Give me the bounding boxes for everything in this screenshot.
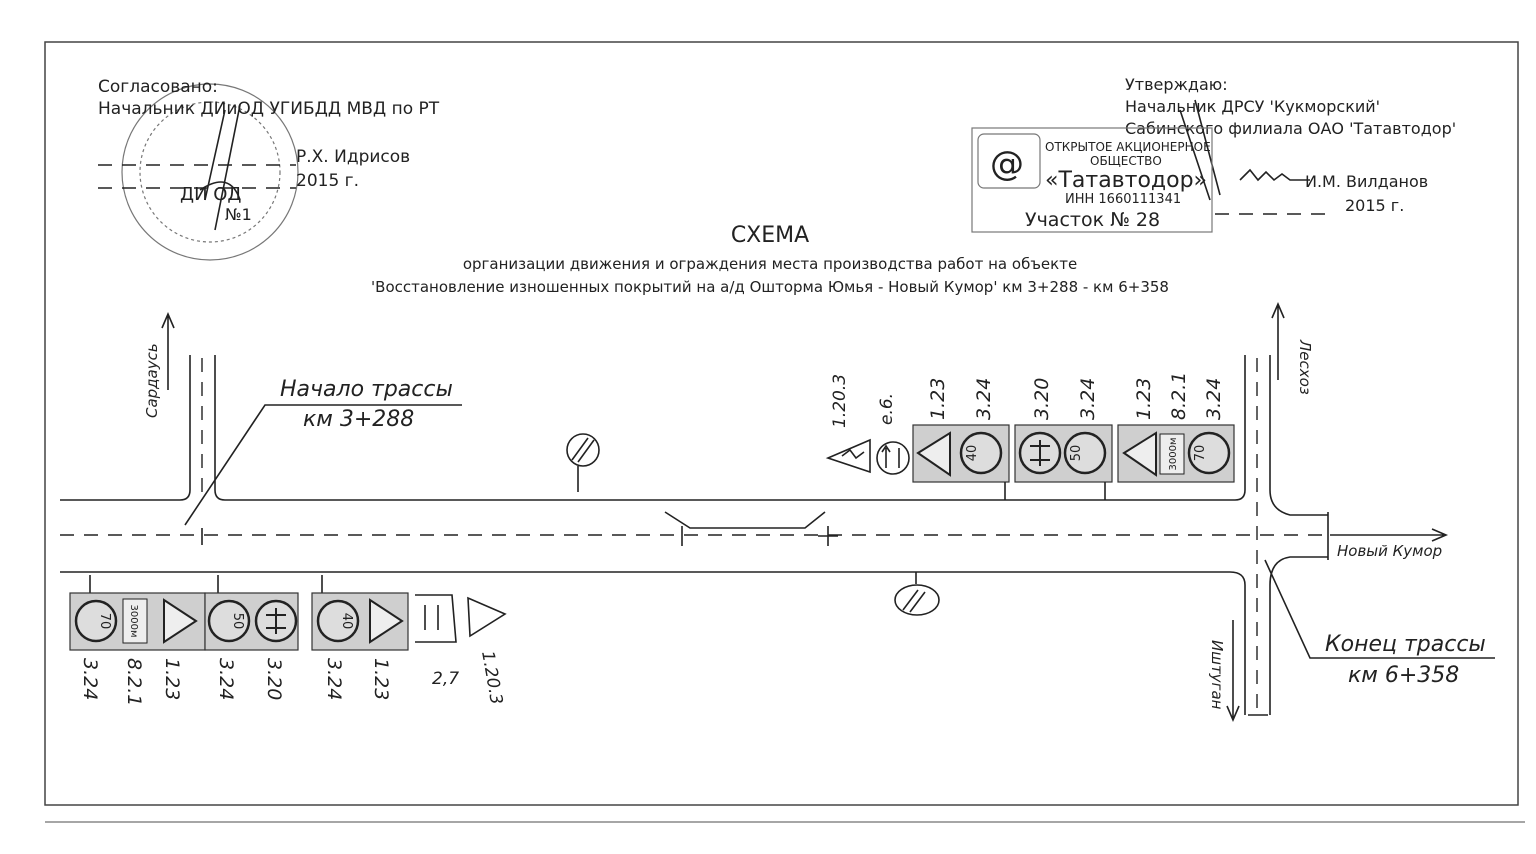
approval-left-year: 2015 г.: [296, 171, 359, 191]
signature-left: [199, 104, 241, 231]
sign-code-label: 3.24: [973, 378, 995, 420]
direction-ishtugan: Иштуган: [1208, 620, 1240, 723]
approval-left-heading: Согласовано:: [98, 77, 218, 97]
sign-code-label: 3.24: [1203, 378, 1225, 420]
approval-right: Утверждаю: Начальник ДРСУ 'Кукморский' С…: [1125, 75, 1456, 215]
round-stamp-left: ДИ ОД №1: [121, 83, 299, 261]
sign-2-7-icon: [876, 441, 910, 475]
approval-right-name: И.М. Вилданов: [1305, 172, 1428, 191]
speed-value: 40: [339, 613, 354, 630]
sign-code-label: 8.2.1: [123, 658, 145, 706]
speed-limit-sign-icon: [316, 599, 360, 643]
speed-limit-sign-icon: [1063, 431, 1107, 475]
destination-label: Сардаусь: [143, 343, 161, 418]
sign-code-label: 1.23: [927, 378, 949, 420]
stamp-line: ИНН 1660111341: [1065, 192, 1181, 207]
diagram-subtitle-1: организации движения и ограждения места …: [463, 255, 1077, 273]
sign-code-label: 3.24: [323, 658, 345, 700]
sign-code-label: 3.24: [1077, 378, 1099, 420]
end-km: км 6+358: [1348, 663, 1459, 688]
direction-sardaus: Сардаусь: [143, 311, 175, 418]
speed-limit-sign-icon: [1187, 431, 1231, 475]
roadworks-sign-icon: [916, 431, 951, 477]
approval-left-name: Р.Х. Идрисов: [296, 147, 410, 167]
distance-plate: [1159, 433, 1185, 475]
work-zone: [664, 511, 826, 529]
approval-left: Согласовано: Начальник ДИиОД УГИБДД МВД …: [98, 77, 440, 191]
destination-label: Лесхоз: [1296, 339, 1314, 395]
stamp-line: ОТКРЫТОЕ АКЦИОНЕРНОЕ: [1045, 140, 1211, 154]
roadworks-sign-icon: [163, 598, 198, 644]
roadworks-sign-icon: [1122, 431, 1157, 477]
rect-stamp-right: @ ОТКРЫТОЕ АКЦИОНЕРНОЕ ОБЩЕСТВО «Татавто…: [971, 127, 1213, 233]
tree-symbol-icon: [566, 433, 600, 492]
sign-code-label: e.6.: [877, 393, 897, 425]
sign-code-label: 3.24: [79, 658, 101, 700]
signature-right: [1179, 99, 1310, 201]
direction-novy-kumor: Новый Кумор: [1330, 528, 1449, 560]
sign-code-label: 3.24: [215, 658, 237, 700]
approval-right-org: Сабинского филиала ОАО 'Татавтодор': [1125, 119, 1456, 138]
sign-1-20-3-icon: [825, 438, 871, 474]
speed-limit-sign-icon: [207, 599, 251, 643]
diagram-title: СХЕМА: [731, 223, 809, 248]
plate-text: 3000м: [128, 605, 139, 638]
plate-text: 3000м: [1168, 438, 1179, 471]
sign-code-label: 1.23: [370, 658, 392, 700]
tree-symbol-icon: [894, 572, 940, 616]
sign-code-label: 1.23: [1133, 378, 1155, 420]
drawing-frame: [44, 41, 1519, 806]
arrow-down-icon: [1226, 620, 1240, 723]
arrow-up-icon: [161, 311, 175, 390]
sign-code-label: 3.20: [1031, 378, 1053, 420]
sign-1-20-3-icon: [467, 596, 507, 638]
destination-label: Новый Кумор: [1337, 542, 1442, 560]
stamp-line: «Татавтодор»: [1045, 168, 1207, 193]
start-label: Начало трассы: [280, 377, 453, 402]
distance-plate: [122, 598, 148, 644]
speed-value: 70: [97, 613, 112, 630]
speed-value: 50: [230, 613, 245, 630]
speed-value: 50: [1069, 445, 1084, 462]
approval-left-position: Начальник ДИиОД УГИБДД МВД по РТ: [98, 99, 440, 119]
sign-code-label: 1.20.3: [830, 374, 850, 428]
end-label: Конец трассы: [1325, 632, 1486, 657]
sign-2-7-icon: [415, 594, 457, 643]
approval-right-heading: Утверждаю:: [1125, 75, 1228, 94]
sign-code-label: 1.20.3: [477, 649, 506, 706]
arrow-up-icon: [1271, 301, 1285, 380]
sign-code-label: 8.2.1: [1168, 372, 1190, 420]
speed-limit-sign-icon: [959, 431, 1003, 475]
signs-top: 1.20.3 e.6. 40 50 3000м 70 1.23 3.24 3.2…: [825, 372, 1235, 500]
speed-value: 40: [965, 445, 980, 462]
sign-code-label: 3.20: [263, 658, 285, 700]
stamp-text: ДИ ОД: [180, 184, 241, 205]
start-km: км 3+288: [303, 407, 414, 432]
sign-code-label: 2,7: [432, 669, 459, 689]
approval-right-position: Начальник ДРСУ 'Кукморский': [1125, 97, 1380, 116]
stamp-number: №1: [225, 205, 252, 224]
roadworks-sign-icon: [369, 598, 404, 644]
stamp-line: Участок № 28: [1025, 209, 1160, 231]
speed-value: 70: [1193, 445, 1208, 462]
direction-leskhoz: Лесхоз: [1271, 301, 1314, 395]
stamp-line: ОБЩЕСТВО: [1090, 154, 1162, 168]
signs-bottom: 70 3000м 50 40 3.24 8.2.1 1.23 3.24 3.20…: [69, 575, 507, 706]
main-road: [60, 355, 1330, 716]
diagram-subtitle-2: 'Восстановление изношенных покрытий на а…: [371, 278, 1169, 296]
speed-limit-sign-icon: [74, 599, 118, 643]
route-end: Конец трассы км 6+358: [1264, 559, 1495, 688]
sign-code-label: 1.23: [161, 658, 183, 700]
tatavtodor-logo-icon: @: [990, 144, 1024, 184]
destination-label: Иштуган: [1208, 640, 1226, 710]
route-start: Начало трассы км 3+288: [184, 377, 462, 545]
arrow-right-icon: [1330, 528, 1449, 542]
approval-right-year: 2015 г.: [1345, 196, 1404, 215]
